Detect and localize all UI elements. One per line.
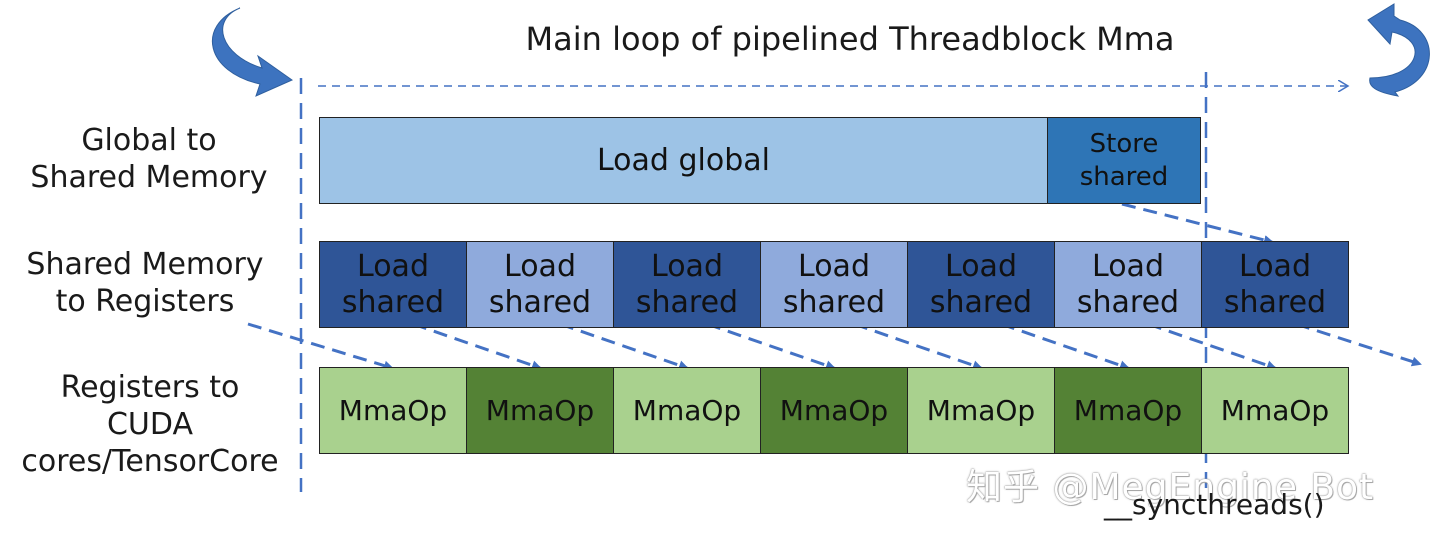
load-shared-line: shared — [488, 284, 592, 320]
watermark: 知乎 @MegEngine Bot — [966, 467, 1375, 508]
mma-op-label: MmaOp — [779, 394, 889, 427]
store-shared-line: Store — [1089, 128, 1159, 159]
mma-op-label: MmaOp — [926, 394, 1036, 427]
row-label-line: Global to — [81, 123, 217, 158]
mma-op-block: MmaOp — [760, 367, 908, 454]
row-label-line: cores/TensorCore — [21, 444, 279, 479]
mma-op-block: MmaOp — [907, 367, 1055, 454]
mma-op-block: MmaOp — [319, 367, 467, 454]
mma-op-block: MmaOp — [613, 367, 761, 454]
row-label-line: CUDA — [106, 407, 193, 442]
dependency-arrow — [559, 322, 689, 371]
row-label-line: Shared Memory — [30, 160, 268, 195]
dependency-arrow — [706, 322, 836, 371]
row-label-line: to Registers — [55, 284, 235, 319]
load-shared-line: Load — [945, 248, 1017, 284]
syncthreads-label: __syncthreads() — [1104, 488, 1325, 521]
load-shared-line: shared — [1076, 284, 1180, 320]
row-label-shared-to-registers: Shared Memory to Registers — [14, 246, 276, 320]
dependency-arrow — [853, 322, 983, 371]
dependency-arrow — [247, 322, 394, 371]
store-shared-line: shared — [1079, 161, 1169, 192]
load-shared-line: Load — [1092, 248, 1164, 284]
loop-arrow-right-icon — [1367, 3, 1430, 97]
dependency-arrows — [247, 202, 1422, 371]
load-shared-line: Load — [504, 248, 576, 284]
mma-op-block: MmaOp — [1201, 367, 1349, 454]
row-label-line: Shared Memory — [26, 247, 264, 282]
loop-arrow-left-icon — [212, 7, 294, 97]
dependency-arrow — [1121, 202, 1274, 245]
load-global-block: Load global — [319, 117, 1048, 204]
row-label-registers-to-cores: Registers to CUDA cores/TensorCore — [14, 369, 286, 480]
load-shared-line: Load — [651, 248, 723, 284]
dependency-arrow — [1000, 322, 1130, 371]
load-shared-line: Load — [798, 248, 870, 284]
mma-op-label: MmaOp — [1073, 394, 1183, 427]
mma-op-label: MmaOp — [338, 394, 448, 427]
load-shared-line: shared — [341, 284, 445, 320]
store-shared-block: Store shared — [1047, 117, 1201, 204]
diagram-title: Main loop of pipelined Threadblock Mma — [525, 20, 1175, 58]
load-global-label: Load global — [597, 142, 770, 178]
dependency-arrow — [1147, 322, 1277, 371]
load-shared-line: shared — [782, 284, 886, 320]
mma-op-block: MmaOp — [466, 367, 614, 454]
load-shared-line: Load — [357, 248, 429, 284]
dependency-arrow — [412, 322, 542, 371]
load-shared-line: Load — [1239, 248, 1311, 284]
row-label-global-to-shared: Global to Shared Memory — [18, 122, 280, 196]
row-label-line: Registers to — [60, 370, 240, 405]
mma-op-block: MmaOp — [1054, 367, 1202, 454]
dependency-arrow — [1295, 322, 1422, 367]
mma-op-label: MmaOp — [485, 394, 595, 427]
load-shared-line: shared — [635, 284, 739, 320]
load-shared-line: shared — [1223, 284, 1327, 320]
mma-op-label: MmaOp — [632, 394, 742, 427]
mma-op-label: MmaOp — [1220, 394, 1330, 427]
load-shared-line: shared — [929, 284, 1033, 320]
